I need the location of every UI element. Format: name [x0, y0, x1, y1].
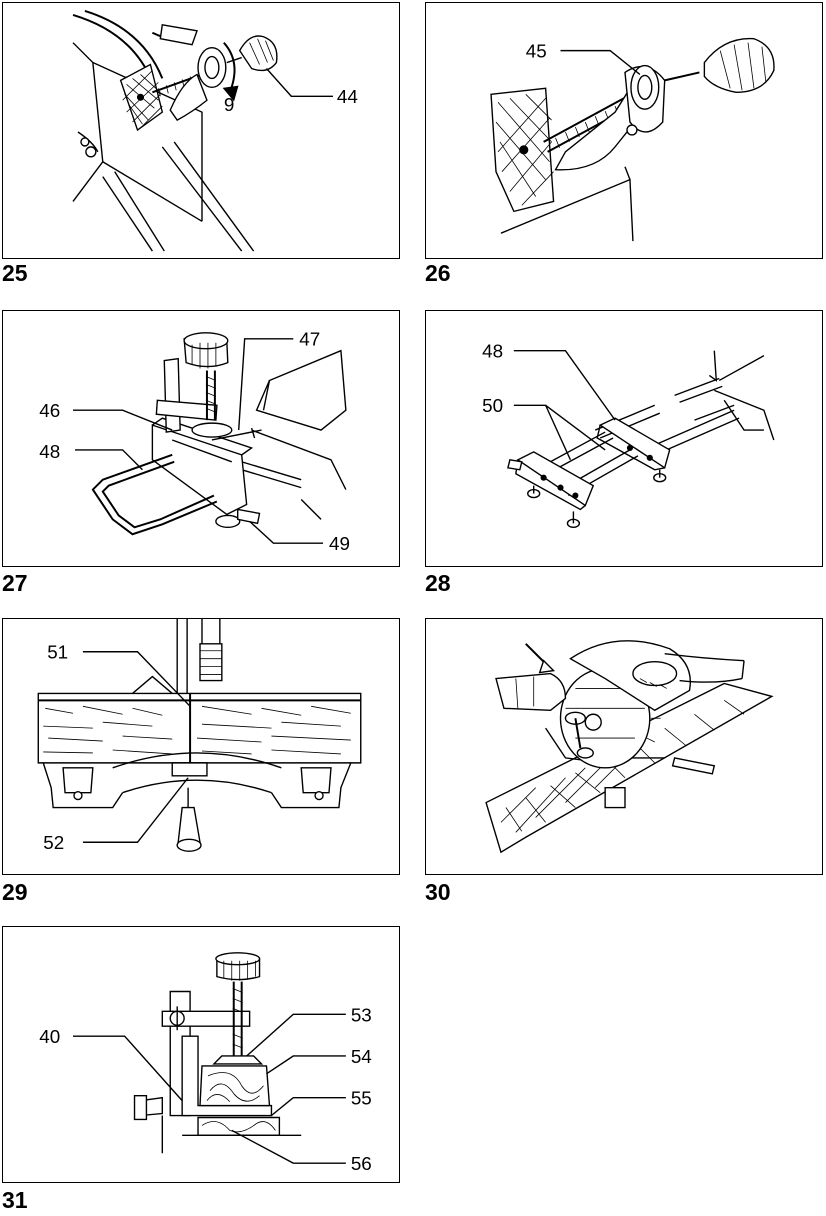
callout-51: 51 [47, 642, 68, 663]
callout-53: 53 [351, 1004, 372, 1025]
callout-49: 49 [329, 533, 350, 554]
figure-25-illustration: 44 9 [72, 9, 358, 252]
figure-number-27: 27 [2, 570, 28, 596]
callout-48: 48 [39, 441, 60, 462]
figure-number-31: 31 [2, 1187, 28, 1213]
callout-9: 9 [224, 94, 234, 115]
figure-31-panel: 40 53 54 55 56 [2, 926, 400, 1183]
figure-28-panel: 48 50 [425, 310, 823, 567]
figure-number-28: 28 [425, 570, 451, 596]
figure-27-illustration: 47 46 48 49 [39, 329, 350, 554]
figure-25-panel: 44 9 [2, 2, 400, 259]
figure-number-26: 26 [425, 260, 451, 286]
callout-54: 54 [351, 1046, 372, 1067]
callout-55: 55 [351, 1088, 372, 1109]
callout-44: 44 [337, 86, 358, 107]
figure-26-panel: 45 [425, 2, 823, 259]
figure-number-25: 25 [2, 260, 28, 286]
callout-52: 52 [43, 832, 64, 853]
callout-56: 56 [351, 1153, 372, 1174]
callout-48: 48 [482, 341, 503, 362]
callout-47: 47 [299, 329, 320, 350]
figure-30-panel [425, 618, 823, 875]
figure-27-panel: 47 46 48 49 [2, 310, 400, 567]
figure-number-30: 30 [425, 879, 451, 905]
callout-45: 45 [526, 41, 547, 62]
callout-46: 46 [39, 400, 60, 421]
callout-40: 40 [39, 1026, 60, 1047]
figure-28-illustration: 48 50 [482, 341, 775, 528]
figure-26-illustration: 45 [490, 37, 775, 242]
callout-50: 50 [482, 395, 503, 416]
figure-30-illustration [485, 640, 774, 854]
figure-29-illustration: 51 52 [37, 619, 362, 853]
figure-31-illustration: 40 53 54 55 56 [39, 952, 372, 1174]
figure-number-29: 29 [2, 879, 28, 905]
figure-29-panel: 51 52 [2, 618, 400, 875]
